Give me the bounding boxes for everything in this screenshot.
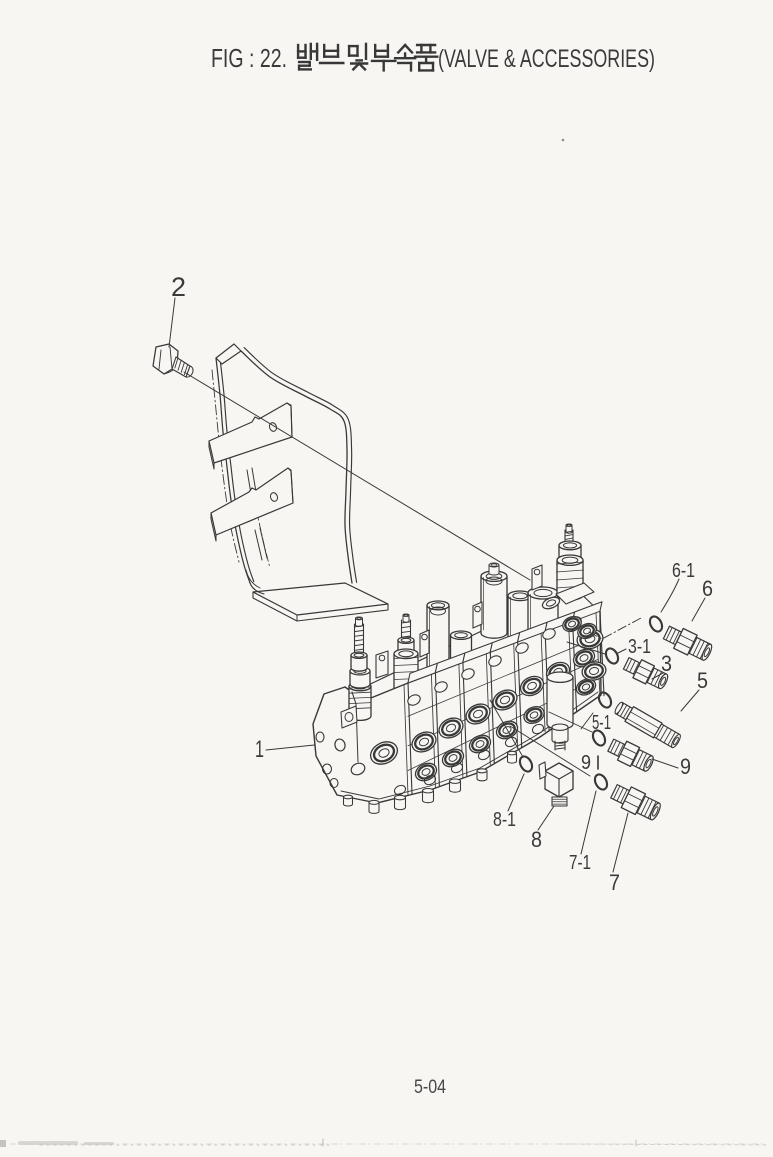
svg-text:7: 7 xyxy=(609,870,620,895)
svg-text:2: 2 xyxy=(171,272,186,302)
svg-text:5-1: 5-1 xyxy=(592,712,611,734)
svg-text:5: 5 xyxy=(697,668,708,693)
svg-text:8-1: 8-1 xyxy=(493,809,516,831)
svg-text:9: 9 xyxy=(680,754,691,779)
svg-text:(VALVE & ACCESSORIES): (VALVE & ACCESSORIES) xyxy=(438,45,655,73)
svg-text:9: 9 xyxy=(581,752,591,774)
svg-text:7-1: 7-1 xyxy=(569,852,591,874)
svg-text:8: 8 xyxy=(531,827,542,852)
svg-text:3-1: 3-1 xyxy=(628,636,651,658)
svg-text:1: 1 xyxy=(255,736,264,763)
svg-text:5-04: 5-04 xyxy=(414,1077,446,1098)
svg-text:FIG : 22.: FIG : 22. xyxy=(211,43,287,73)
svg-text:6: 6 xyxy=(702,576,713,601)
svg-text:3: 3 xyxy=(661,651,672,676)
svg-text:6-1: 6-1 xyxy=(672,560,695,582)
